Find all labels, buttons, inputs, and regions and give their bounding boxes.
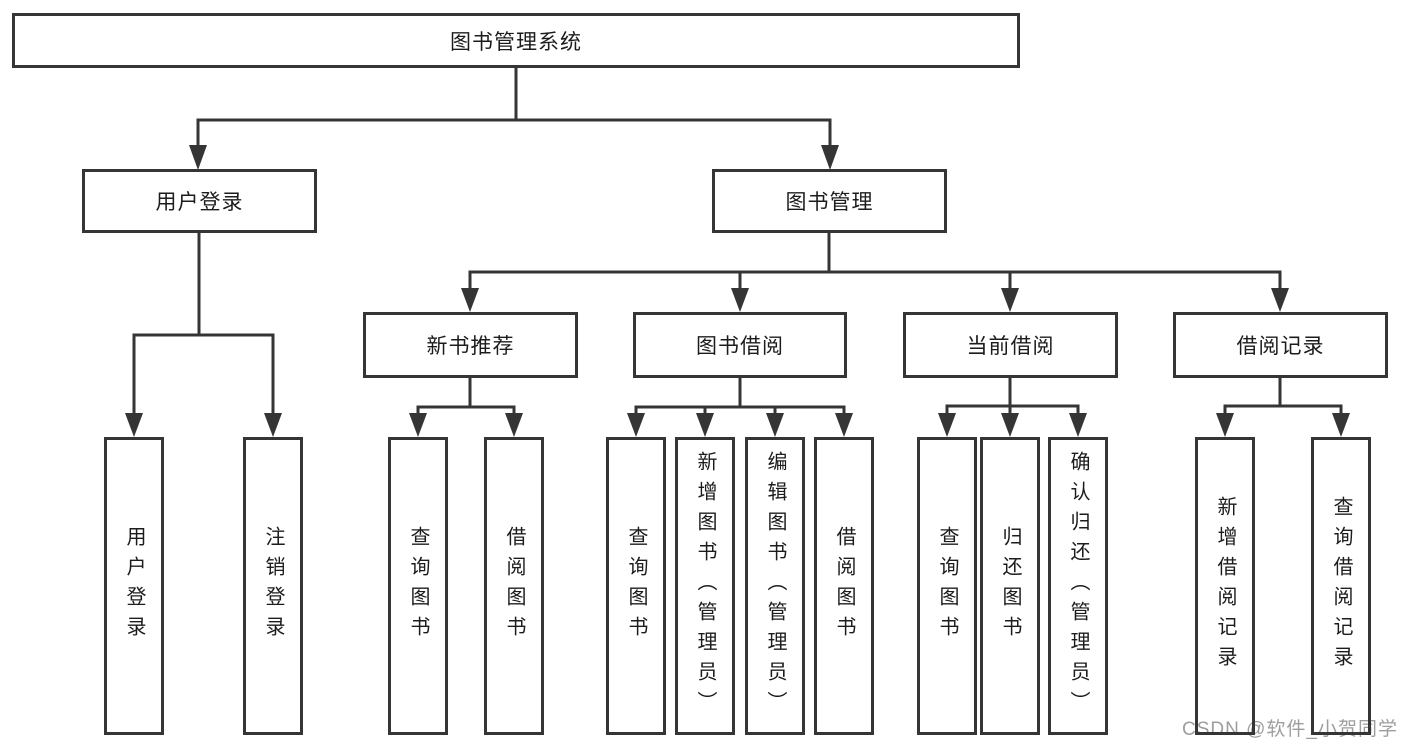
leaf-bb-edit-books-admin: 编辑图书（管理员） [745,437,805,735]
leaf-user-login-label: 用户登录 [123,526,145,646]
node-book-management-label: 图书管理 [785,191,874,214]
leaf-cb-return-books-label: 归还图书 [999,526,1021,646]
connector-borrow-records [1223,378,1343,424]
connector-new-book-recommend [416,378,516,424]
leaf-logout-label: 注销登录 [262,526,284,646]
connector-root [196,68,832,150]
node-book-borrow-label: 图书借阅 [696,335,784,358]
leaf-br-add-record-label: 新增借阅记录 [1214,496,1236,676]
leaf-bb-query-books: 查询图书 [606,437,666,735]
leaf-bb-add-books-admin-label: 新增图书（管理员） [694,451,716,721]
leaf-br-query-record: 查询借阅记录 [1311,437,1371,735]
node-borrow-records-label: 借阅记录 [1236,335,1325,358]
connector-book-management [468,232,1282,295]
leaf-bb-edit-books-admin-label: 编辑图书（管理员） [764,451,786,721]
node-current-borrow-label: 当前借阅 [966,335,1055,358]
leaf-cb-query-books-label: 查询图书 [936,526,958,646]
node-root-library-system: 图书管理系统 [12,13,1020,68]
leaf-cb-confirm-return-admin-label: 确认归还（管理员） [1067,451,1089,721]
connector-user-login [132,233,275,424]
node-current-borrow: 当前借阅 [903,312,1118,378]
leaf-br-query-record-label: 查询借阅记录 [1330,496,1352,676]
leaf-nbr-query-books: 查询图书 [388,437,448,735]
leaf-user-login: 用户登录 [104,437,164,735]
arrowheads [125,145,1350,437]
node-new-book-recommend: 新书推荐 [363,312,578,378]
leaf-br-add-record: 新增借阅记录 [1195,437,1255,735]
leaf-bb-borrow-books: 借阅图书 [814,437,874,735]
node-user-login-label: 用户登录 [155,191,244,214]
leaf-nbr-borrow-books: 借阅图书 [484,437,544,735]
leaf-bb-borrow-books-label: 借阅图书 [833,526,855,646]
leaf-cb-confirm-return-admin: 确认归还（管理员） [1048,437,1108,735]
leaf-bb-add-books-admin: 新增图书（管理员） [675,437,735,735]
leaf-nbr-borrow-books-label: 借阅图书 [503,526,525,646]
node-book-management: 图书管理 [712,169,947,233]
node-book-borrow: 图书借阅 [633,312,847,378]
leaf-nbr-query-books-label: 查询图书 [407,526,429,646]
connector-book-borrow [634,378,846,424]
node-borrow-records: 借阅记录 [1173,312,1388,378]
node-new-book-recommend-label: 新书推荐 [426,335,515,358]
leaf-logout: 注销登录 [243,437,303,735]
leaf-bb-query-books-label: 查询图书 [625,526,647,646]
leaf-cb-return-books: 归还图书 [980,437,1040,735]
leaf-cb-query-books: 查询图书 [917,437,977,735]
node-user-login: 用户登录 [82,169,317,233]
node-root-label: 图书管理系统 [450,30,582,54]
